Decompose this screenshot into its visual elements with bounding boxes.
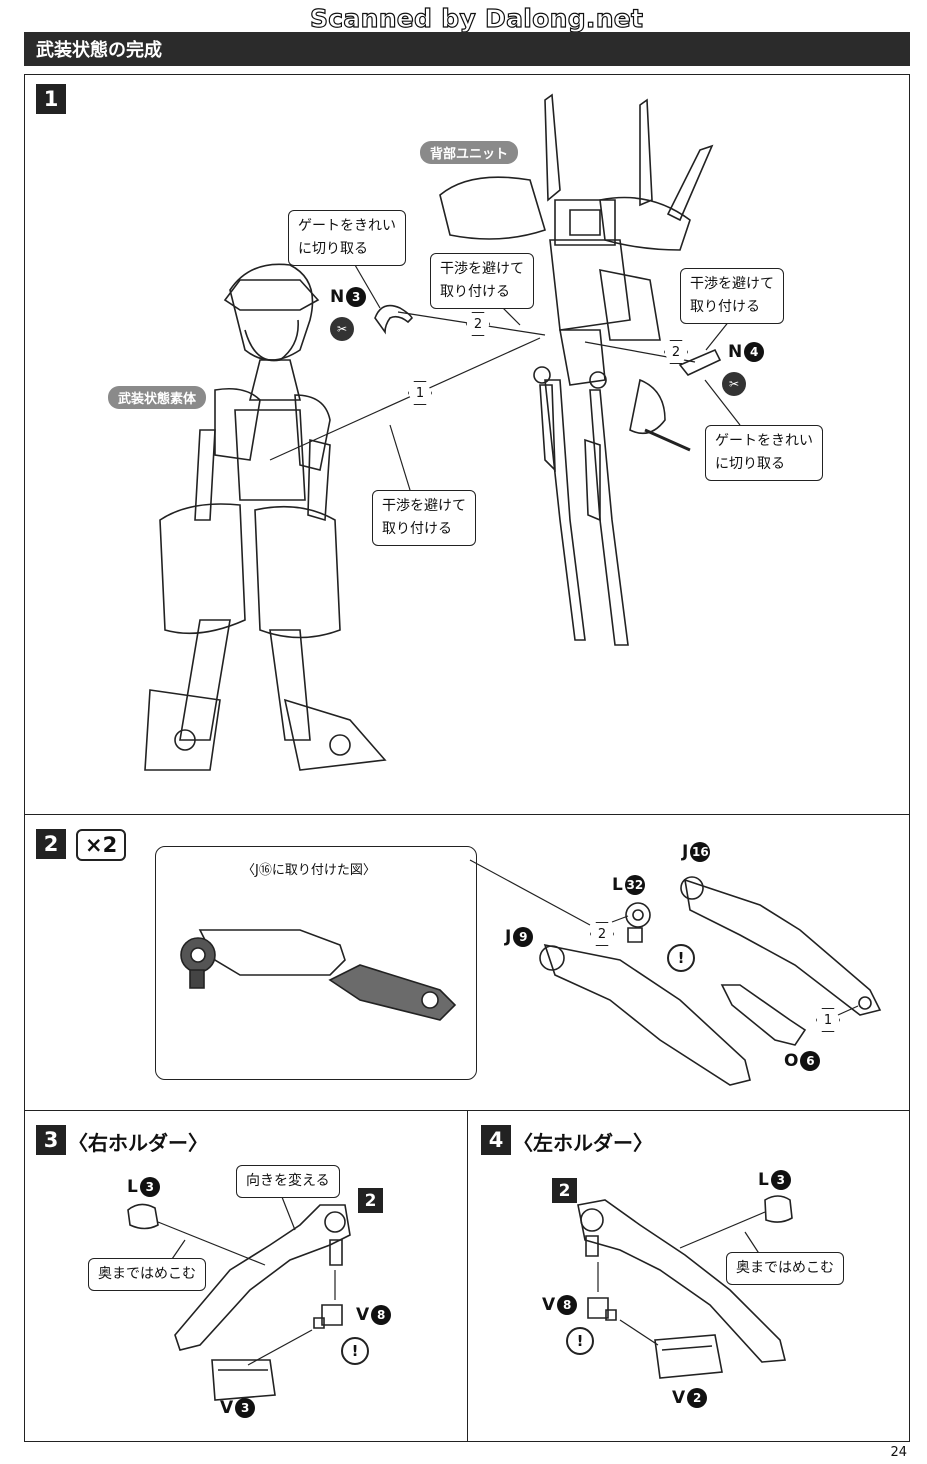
step2-number: 2	[36, 829, 66, 859]
page-number: 24	[890, 1445, 907, 1460]
note-line: 干渉を避けて	[440, 261, 524, 277]
ref-step-badge: 2	[552, 1178, 577, 1203]
part-label-v3: V 3	[220, 1398, 256, 1418]
watermark: Scanned by Dalong.net	[309, 3, 644, 33]
note-interfere-right: 干渉を避けて 取り付ける	[680, 268, 784, 324]
part-number-badge: 9	[513, 927, 534, 947]
part-number-badge: 2	[687, 1388, 708, 1408]
note-interfere-bottom: 干渉を避けて 取り付ける	[372, 490, 476, 546]
step3-number: 3	[36, 1125, 66, 1155]
part-label-l3: L 3	[127, 1177, 160, 1197]
back-unit-drawing	[440, 95, 712, 645]
part-letter: V	[672, 1388, 686, 1408]
part-letter: O	[784, 1051, 799, 1071]
note-line: ゲートをきれい	[298, 218, 396, 234]
caution-icon: !	[667, 944, 695, 972]
note-line: 取り付ける	[382, 521, 452, 537]
inset-caption: 〈J⑯に取り付けた図〉	[242, 863, 376, 878]
part-number-badge: 3	[770, 1170, 791, 1190]
nipper-icon: ✂	[722, 372, 746, 396]
part-n3-drawing	[375, 306, 412, 332]
part-letter: V	[542, 1295, 556, 1315]
part-letter: J	[682, 842, 689, 862]
step4-title: 〈左ホルダー〉	[513, 1131, 653, 1155]
note-push-all-the-way: 奥まではめこむ	[726, 1252, 844, 1285]
part-number-badge: 32	[624, 875, 645, 895]
part-label-l3: L 3	[758, 1170, 791, 1190]
part-letter: L	[612, 875, 623, 895]
section-title: 武装状態の完成	[36, 40, 162, 61]
note-interfere-top: 干渉を避けて 取り付ける	[430, 253, 534, 309]
step2-multiplier: ×2	[76, 829, 127, 861]
note-line: 取り付ける	[440, 284, 510, 300]
order-marker-2: 2	[466, 312, 490, 336]
part-n4-drawing	[680, 350, 720, 375]
note-line: 干渉を避けて	[382, 498, 466, 514]
part-label-n4: N 4	[728, 342, 765, 362]
note-gate-right: ゲートをきれい に切り取る	[705, 425, 823, 481]
nipper-icon: ✂	[330, 317, 354, 341]
note-line: ゲートをきれい	[715, 433, 813, 449]
part-number-badge: 4	[744, 342, 765, 362]
part-letter: L	[758, 1170, 769, 1190]
part-number-badge: 3	[235, 1398, 256, 1418]
part-number-badge: 6	[800, 1051, 821, 1071]
part-number-badge: 16	[690, 842, 711, 862]
part-label-v8: V 8	[542, 1295, 578, 1315]
part-letter: V	[356, 1305, 370, 1325]
part-letter: N	[330, 287, 345, 307]
note-turn-direction: 向きを変える	[236, 1165, 340, 1198]
note-gate-left: ゲートをきれい に切り取る	[288, 210, 406, 266]
note-line: に切り取る	[298, 241, 368, 257]
part-letter: V	[220, 1398, 234, 1418]
section-header-bar	[24, 32, 910, 66]
order-marker-1: 1	[816, 1008, 840, 1032]
part-label-n3: N 3	[330, 287, 367, 307]
note-line: に切り取る	[715, 456, 785, 472]
part-number-badge: 3	[139, 1177, 160, 1197]
part-label-j9: J 9	[505, 927, 534, 947]
step4-number: 4	[481, 1125, 511, 1155]
note-push-all-the-way: 奥まではめこむ	[88, 1258, 206, 1291]
part-letter: N	[728, 342, 743, 362]
note-line: 取り付ける	[690, 299, 760, 315]
note-line: 干渉を避けて	[690, 276, 774, 292]
caution-icon: !	[341, 1337, 369, 1365]
order-marker-1: 1	[408, 381, 432, 405]
part-label-v8: V 8	[356, 1305, 392, 1325]
part-label-l32: L 32	[612, 875, 645, 895]
part-label-o6: O 6	[784, 1051, 821, 1071]
part-number-badge: 8	[371, 1305, 392, 1325]
order-marker-2: 2	[664, 340, 688, 364]
part-label-v2: V 2	[672, 1388, 708, 1408]
label-back-unit: 背部ユニット	[420, 141, 519, 164]
body-figure-drawing	[145, 264, 385, 770]
caution-icon: !	[566, 1327, 594, 1355]
part-number-badge: 8	[557, 1295, 578, 1315]
ref-step-badge: 2	[358, 1188, 383, 1213]
part-letter: J	[505, 927, 512, 947]
part-letter: L	[127, 1177, 138, 1197]
part-number-badge: 3	[346, 287, 367, 307]
step1-number: 1	[36, 84, 66, 114]
label-armed-body: 武装状態素体	[108, 386, 207, 409]
order-marker-2: 2	[590, 922, 614, 946]
part-label-j16: J 16	[682, 842, 711, 862]
step3-title: 〈右ホルダー〉	[68, 1131, 208, 1155]
